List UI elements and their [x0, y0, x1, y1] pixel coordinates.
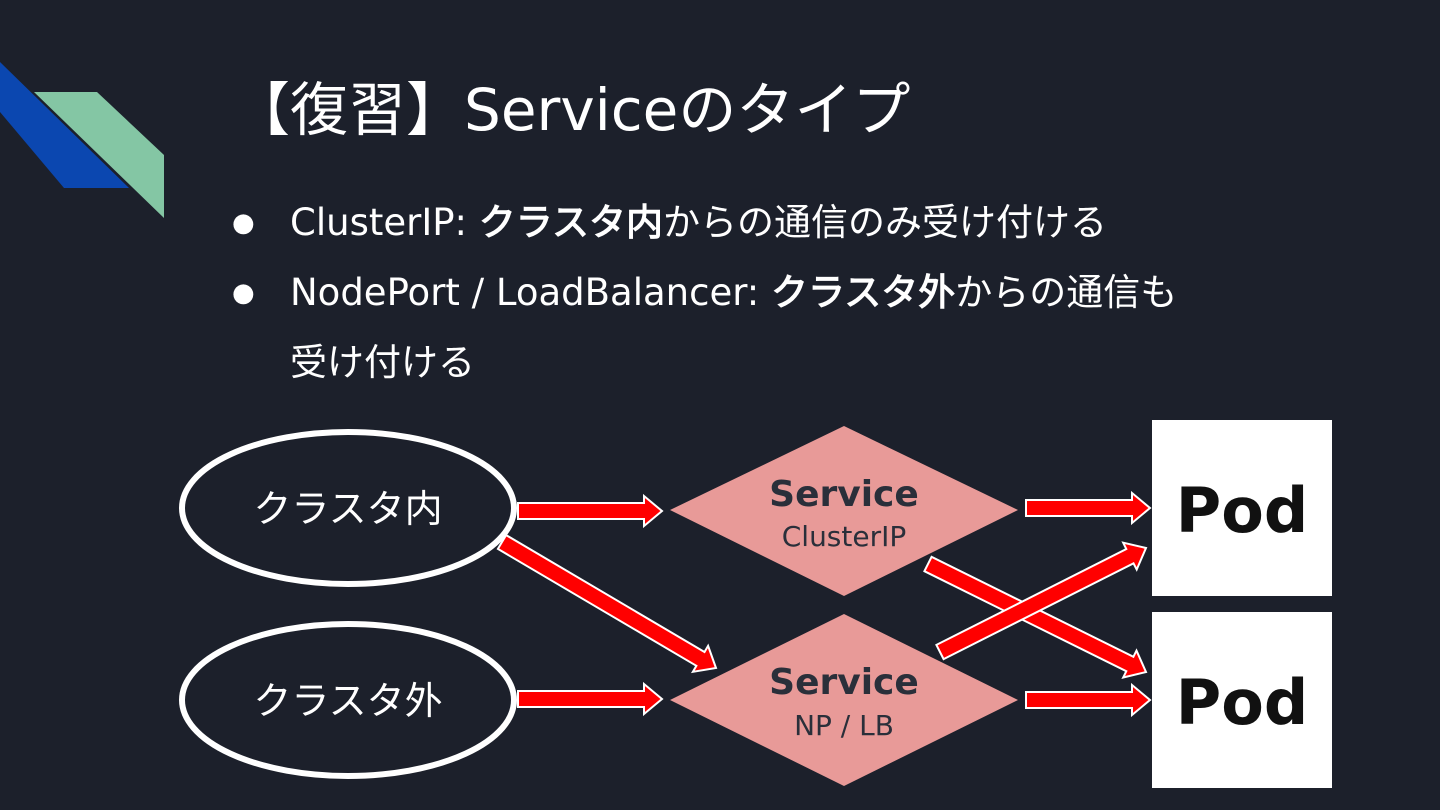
blue-stripe-decoration: [0, 62, 129, 188]
source-inside: クラスタ内: [179, 429, 517, 587]
bullet-text-continuation: 受け付ける: [290, 341, 475, 384]
arrow-inside-to-clusterip: [517, 493, 664, 529]
bullet-text-bold: クラスタ内: [478, 201, 664, 244]
pod-bottom: Pod: [1152, 612, 1332, 788]
service-nplb-title: Service: [769, 662, 919, 703]
arrow-inside-to-nplb: [496, 533, 718, 674]
service-nplb: Service NP / LB: [670, 614, 1018, 786]
bullet-text-after: からの通信も: [955, 271, 1178, 314]
bullet-text-before: NodePort / LoadBalancer:: [290, 271, 772, 314]
pod-top-label: Pod: [1176, 474, 1308, 547]
corner-decoration: [0, 62, 164, 218]
source-outside-label: クラスタ外: [253, 679, 442, 723]
arrow-group: [496, 490, 1152, 718]
slide-title: 【復習】Serviceのタイプ: [232, 76, 911, 144]
arrow-clusterip-to-pod2: [923, 555, 1148, 679]
service-nplb-subtitle: NP / LB: [794, 709, 894, 742]
bullet-dot-icon: ●: [232, 208, 255, 238]
pod-bottom-label: Pod: [1176, 666, 1308, 739]
service-clusterip-title: Service: [769, 474, 919, 515]
arrow-clusterip-to-pod1: [1025, 490, 1152, 526]
arrow-nplb-to-pod2: [1025, 682, 1152, 718]
bullet-clusterip: ● ClusterIP: クラスタ内からの通信のみ受け付ける: [232, 188, 1382, 258]
pod-top: Pod: [1152, 420, 1332, 596]
bullet-text-bold: クラスタ外: [771, 271, 956, 314]
source-outside: クラスタ外: [179, 621, 517, 779]
bullet-text-before: ClusterIP:: [290, 201, 479, 244]
arrow-outside-to-nplb: [517, 681, 664, 717]
bullet-nodeport-loadbalancer: ● NodePort / LoadBalancer: クラスタ外からの通信も受け付…: [232, 258, 1382, 398]
bullet-list: ● ClusterIP: クラスタ内からの通信のみ受け付ける ● NodePort …: [232, 188, 1382, 398]
green-stripe-decoration: [34, 92, 164, 218]
service-clusterip-subtitle: ClusterIP: [782, 520, 907, 553]
arrow-nplb-to-pod1: [935, 541, 1148, 661]
service-clusterip: Service ClusterIP: [670, 426, 1018, 596]
source-inside-label: クラスタ内: [253, 487, 442, 531]
bullet-text-after: からの通信のみ受け付ける: [663, 201, 1108, 244]
bullet-dot-icon: ●: [232, 278, 255, 308]
